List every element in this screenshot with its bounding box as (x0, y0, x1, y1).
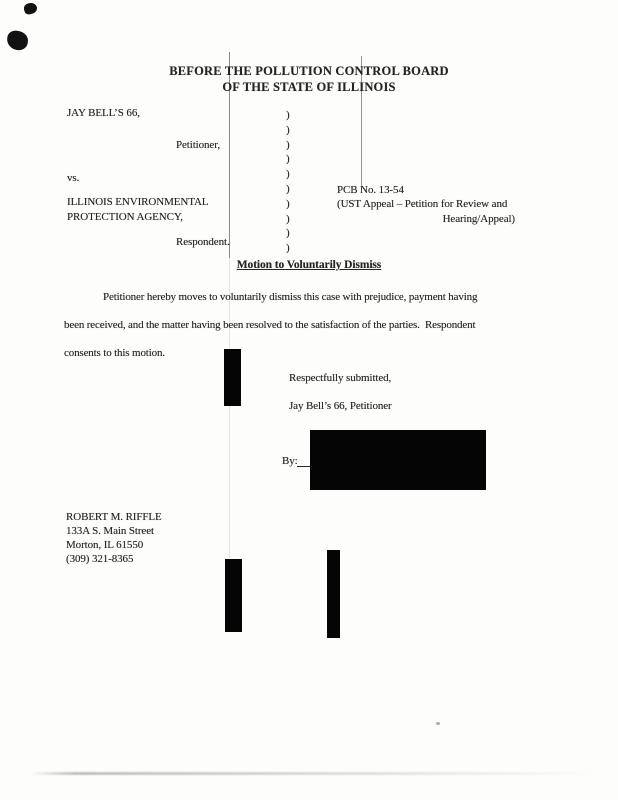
attorney-address-line2: Morton, IL 61550 (66, 539, 144, 551)
respondent-name-line1: ILLINOIS ENVIRONMENTAL (67, 196, 209, 208)
body-line1: Petitioner hereby moves to voluntarily d… (103, 291, 478, 303)
scan-streak-bottom (30, 772, 595, 775)
body-line2: been received, and the matter having bee… (64, 319, 476, 331)
respondent-name-line2: PROTECTION AGENCY, (67, 211, 183, 223)
by-label: By: (282, 455, 298, 467)
attorney-name: ROBERT M. RIFFLE (66, 511, 162, 523)
scan-speck (436, 722, 440, 725)
court-header-line1: BEFORE THE POLLUTION CONTROL BOARD (169, 64, 449, 78)
motion-title: Motion to Voluntarily Dismiss (236, 259, 382, 271)
redaction-bar-upper (224, 349, 241, 406)
court-header-line2: OF THE STATE OF ILLINOIS (222, 80, 396, 94)
body-line3: consents to this motion. (64, 347, 165, 359)
scan-line-vertical-left (229, 52, 230, 258)
redaction-bar-lower-left (225, 559, 242, 632)
scan-line-vertical-right (361, 56, 362, 192)
signature-line (297, 466, 311, 467)
redaction-bar-lower-right (327, 550, 340, 638)
respondent-label: Respondent. (176, 236, 230, 248)
scan-smudge-top (22, 1, 39, 16)
petitioner-name: JAY BELL’S 66, (67, 107, 140, 119)
versus-label: vs. (67, 172, 80, 184)
scan-smudge-corner (5, 29, 30, 52)
caption-parentheses-column: ) ) ) ) ) ) ) ) ) ) (286, 109, 290, 255)
case-number: PCB No. 13-54 (337, 184, 404, 196)
case-type-line1: (UST Appeal – Petition for Review and (337, 198, 508, 210)
petitioner-label: Petitioner, (176, 139, 220, 151)
case-type-line2: Hearing/Appeal) (442, 213, 516, 225)
scan-line-vertical-left-faint (229, 258, 230, 558)
attorney-phone: (309) 321-8365 (66, 553, 134, 565)
signer-name: Jay Bell’s 66, Petitioner (289, 400, 392, 412)
redaction-signature-block (310, 430, 486, 490)
attorney-address-line1: 133A S. Main Street (66, 525, 154, 537)
respectfully-submitted: Respectfully submitted, (289, 372, 392, 384)
